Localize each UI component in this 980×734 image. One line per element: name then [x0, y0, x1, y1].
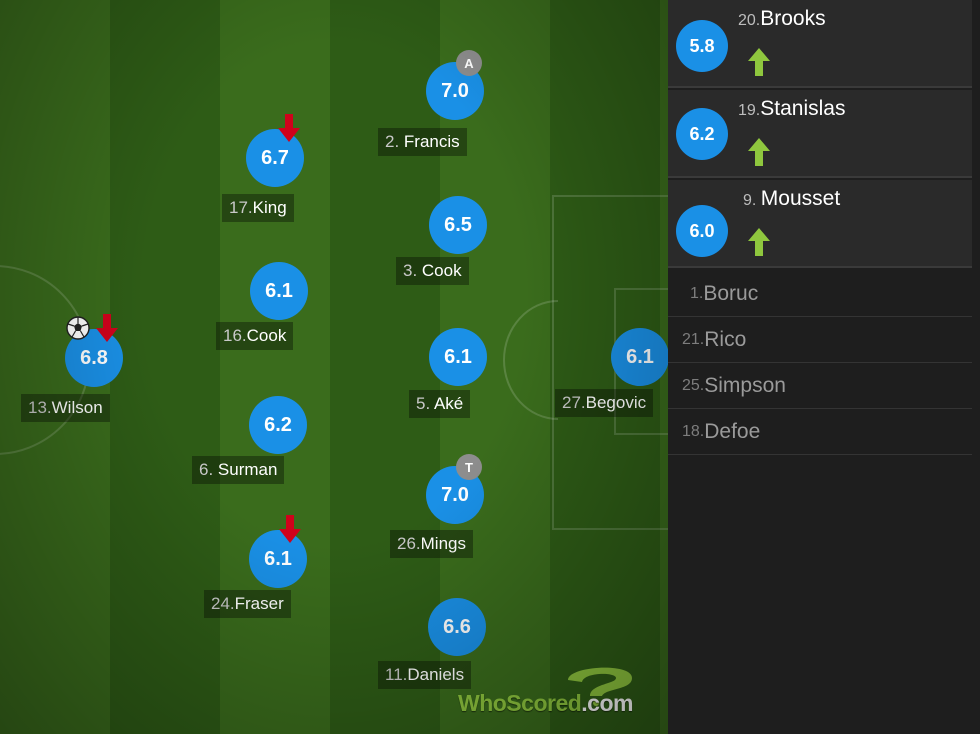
bench-row-boruc[interactable]: 1. Boruc: [668, 271, 972, 317]
team-badge-icon: T: [456, 454, 482, 480]
sub-off-arrow-icon: [279, 515, 301, 543]
sub-off-arrow-icon: [96, 314, 118, 342]
sub-name-label: 19.Stanislas: [738, 97, 846, 120]
player-name-label: 24.Fraser: [204, 590, 291, 618]
rating-badge: 6.1: [611, 328, 668, 386]
logo-question-mark-icon: [568, 667, 632, 706]
whoscored-logo: WhoScored.com: [458, 662, 658, 722]
player-name-label: 11.Daniels: [378, 661, 472, 689]
rating-badge: 6.2: [676, 108, 728, 160]
sub-on-arrow-icon: [748, 48, 770, 76]
sub-on-arrow-icon: [748, 138, 770, 166]
player-name-label: 3. Cook: [396, 257, 469, 285]
sub-row-stanislas[interactable]: 6.2 19.Stanislas: [668, 90, 972, 178]
player-name-label: 5. Aké: [409, 390, 471, 418]
player-name-label: 17.King: [222, 194, 294, 222]
rating-badge: 6.1: [250, 262, 308, 320]
logo-wordmark: WhoScored.com: [458, 690, 633, 716]
sub-off-arrow-icon: [278, 114, 300, 142]
player-name-label: 26.Mings: [390, 530, 473, 558]
player-name-label: 2. Francis: [378, 128, 467, 156]
player-name-label: 16.Cook: [216, 322, 294, 350]
sub-row-brooks[interactable]: 5.8 20.Brooks: [668, 0, 972, 88]
rating-badge: 6.1: [249, 530, 307, 588]
rating-badge: 6.2: [249, 396, 307, 454]
rating-badge: 6.6: [428, 598, 486, 656]
rating-badge: 7.0: [426, 466, 484, 524]
goal-ball-icon: [66, 316, 90, 340]
captain-badge-icon: A: [456, 50, 482, 76]
player-name-label: 13.Wilson: [21, 394, 110, 422]
rating-badge: 6.7: [246, 129, 304, 187]
rating-badge: 6.1: [429, 328, 487, 386]
bench-row-rico[interactable]: 21.Rico: [668, 317, 972, 363]
pitch: 6.8 13.Wilson 6.7 17.King 6.1 16.Cook 6.…: [0, 0, 668, 734]
player-name-label: 6. Surman: [192, 456, 285, 484]
sub-name-label: 9. Mousset: [743, 187, 841, 210]
bench-row-defoe[interactable]: 18.Defoe: [668, 409, 972, 455]
sub-on-arrow-icon: [748, 228, 770, 256]
bench-row-simpson[interactable]: 25.Simpson: [668, 363, 972, 409]
substitutes-panel: 5.8 20.Brooks 6.2 19.Stanislas 6.0 9. Mo…: [668, 0, 980, 734]
sub-name-label: 20.Brooks: [738, 7, 826, 30]
rating-badge: 5.8: [676, 20, 728, 72]
rating-badge: 6.5: [429, 196, 487, 254]
rating-badge: 6.0: [676, 205, 728, 257]
sub-row-mousset[interactable]: 6.0 9. Mousset: [668, 180, 972, 268]
player-name-label: 27.Begovic: [555, 389, 654, 417]
